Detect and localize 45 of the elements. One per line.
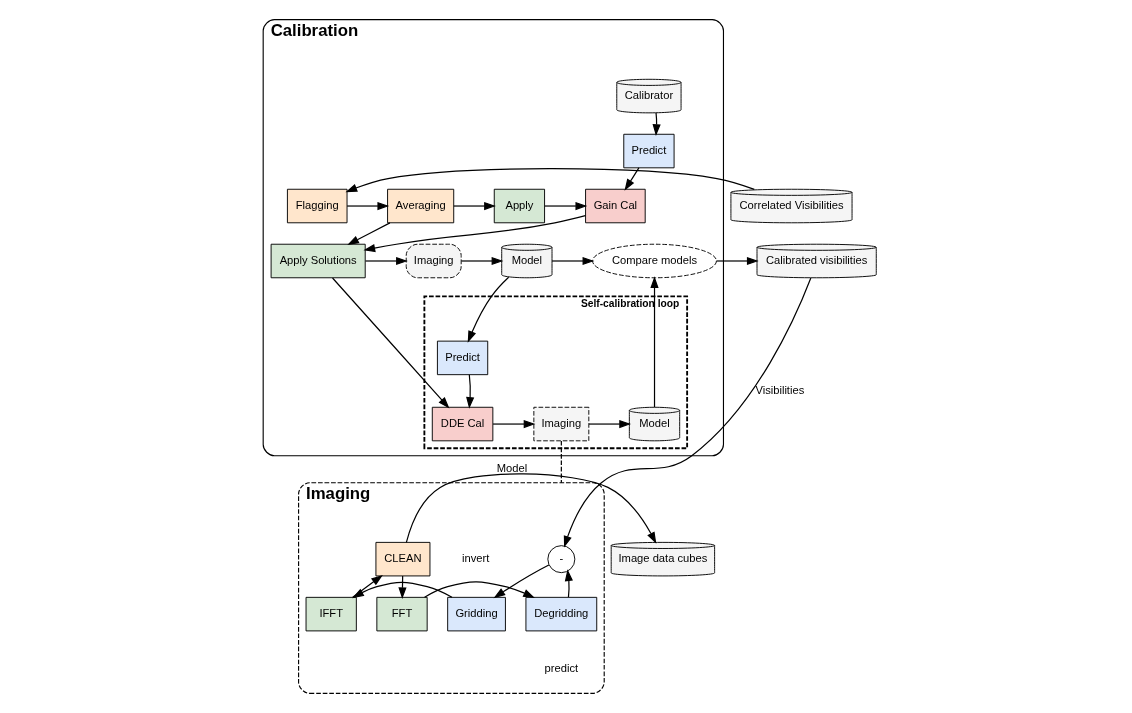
arrow: [363, 214, 586, 253]
node-ellipse: Compare models: [592, 243, 717, 279]
node-circle: -: [547, 545, 576, 574]
arrow: [331, 277, 450, 409]
arrow: [544, 201, 588, 211]
arrow: [347, 222, 391, 245]
arrow: [453, 201, 496, 211]
node-box: IFFT: [305, 596, 357, 632]
node-box: Degridding: [525, 596, 598, 632]
node-box: DDE Cal: [431, 406, 494, 442]
node-box: Imaging: [405, 243, 462, 279]
arrow: [364, 256, 408, 266]
node-box: Gridding: [447, 596, 506, 632]
arrow: [588, 419, 631, 429]
node-box: FFT: [376, 596, 428, 632]
node-box: Predict: [436, 340, 489, 376]
arrow: [715, 256, 759, 266]
arrow: [466, 374, 475, 409]
arrow: [345, 168, 755, 193]
label: invert: [461, 552, 490, 565]
node-box: Apply: [493, 188, 546, 224]
arrow: [424, 581, 535, 598]
arrow: [346, 201, 390, 211]
arrow: [563, 277, 812, 548]
node-box: Imaging: [533, 406, 590, 442]
node-box: Predict: [623, 133, 675, 169]
edge-label: Visibilities: [755, 383, 805, 396]
arrow: [492, 419, 536, 429]
node-box: Flagging: [286, 188, 348, 224]
node-box: Averaging: [387, 188, 455, 224]
node-box: CLEAN: [375, 541, 431, 577]
arrow: [551, 256, 595, 266]
label: predict: [544, 661, 579, 674]
arrow: [493, 564, 550, 599]
arrow: [405, 473, 657, 544]
arrow: [564, 569, 573, 598]
edge-label: Model: [496, 462, 528, 475]
arrow: [467, 276, 510, 343]
arrow: [650, 276, 659, 408]
arrow: [652, 112, 661, 136]
node-box: Gain Cal: [585, 188, 646, 224]
arrow: [624, 167, 640, 191]
arrow: [460, 256, 504, 266]
connector: [560, 440, 562, 484]
node-box: Apply Solutions: [270, 243, 366, 279]
